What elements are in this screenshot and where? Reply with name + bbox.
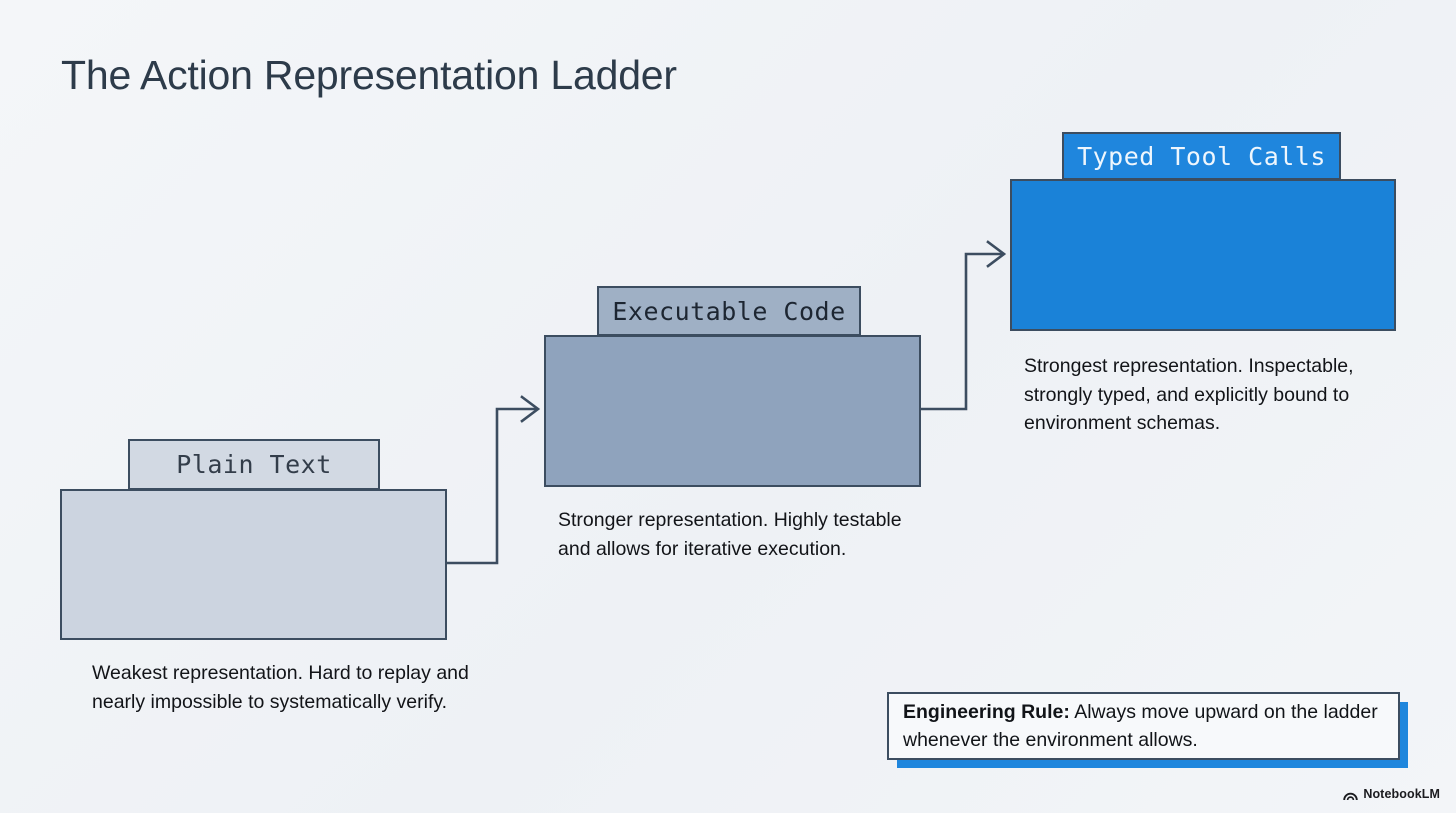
step-caption-plain-text: Weakest representation. Hard to replay a… bbox=[92, 662, 469, 713]
arrowhead-executable-code bbox=[520, 395, 541, 423]
notebooklm-label: NotebookLM bbox=[1363, 787, 1440, 801]
notebooklm-watermark: NotebookLM bbox=[1343, 787, 1440, 801]
step-label-plain-text: Plain Text bbox=[128, 439, 380, 490]
engineering-rule-text: Engineering Rule: Always move upward on … bbox=[903, 698, 1384, 754]
engineering-rule-callout: Engineering Rule: Always move upward on … bbox=[887, 692, 1400, 760]
connector-executable-code-to-typed-tool-calls bbox=[919, 252, 1005, 411]
step-body-plain-text bbox=[60, 489, 447, 640]
step-body-executable-code bbox=[544, 335, 921, 487]
step-body-typed-tool-calls bbox=[1010, 179, 1396, 331]
step-caption-typed-tool-calls: Strongest representation. Inspectable, s… bbox=[1024, 355, 1354, 434]
step-caption-executable-code: Stronger representation. Highly testable… bbox=[558, 509, 902, 560]
engineering-rule-body: Always move upward on the ladder wheneve… bbox=[903, 701, 1378, 751]
step-label-executable-code: Executable Code bbox=[597, 286, 861, 336]
notebooklm-arc-icon bbox=[1343, 792, 1359, 800]
arrowhead-typed-tool-calls bbox=[986, 240, 1007, 268]
engineering-rule-lead: Engineering Rule: bbox=[903, 701, 1070, 723]
page-title: The Action Representation Ladder bbox=[61, 52, 677, 98]
step-label-typed-tool-calls: Typed Tool Calls bbox=[1062, 132, 1341, 180]
connector-plain-text-to-executable-code bbox=[445, 407, 539, 565]
